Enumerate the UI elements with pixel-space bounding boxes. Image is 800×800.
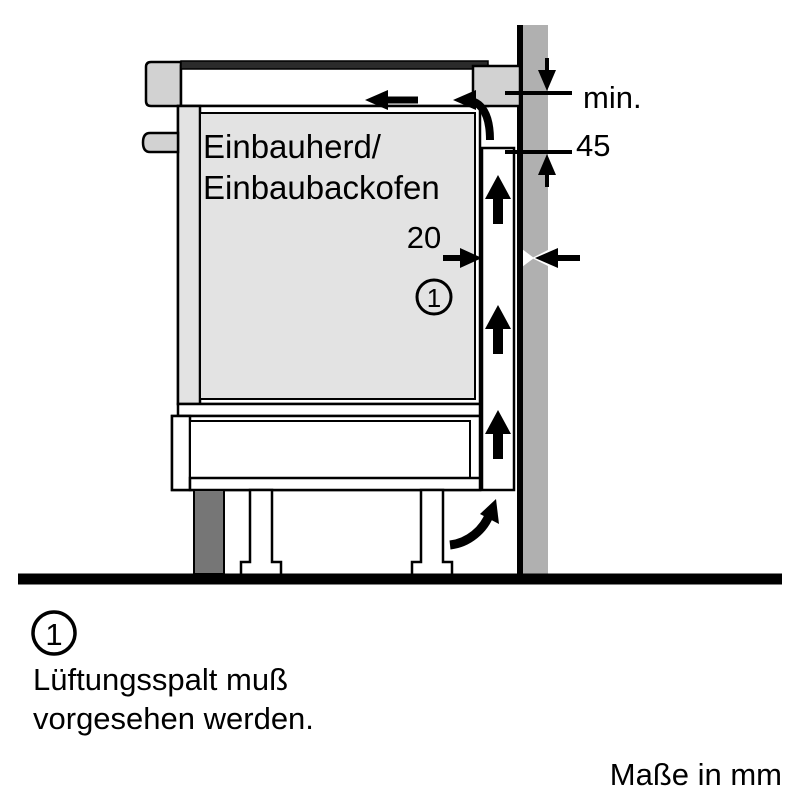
legend-marker-circle: [31, 610, 77, 656]
airflow-arrow-up-3: [485, 410, 511, 459]
legend-line1: Lüftungsspalt muß: [33, 662, 288, 697]
drawer-group: [170, 402, 482, 492]
legend-marker-number: 1: [45, 617, 62, 652]
drawer-front: [189, 420, 471, 479]
airflow-arrow-curved-bottom: [449, 499, 499, 550]
airflow-arrow-left-straight: [365, 90, 418, 110]
cooktop-surface: [180, 60, 489, 70]
base-board: [188, 476, 482, 492]
plinth-block: [193, 489, 225, 575]
dim-min45-arrow-up: [538, 154, 556, 187]
cabinet-leg-2: [410, 488, 454, 578]
callout-1-number: 1: [427, 283, 441, 313]
dim-min45-label-line1: min.: [583, 80, 642, 115]
dim-min45-arrow-down: [538, 58, 556, 91]
wall-fill: [518, 25, 548, 578]
oven-door-edge: [176, 104, 202, 406]
legend-line2: vorgesehen werden.: [33, 701, 314, 736]
airflow-arrow-up-2: [485, 305, 511, 354]
cooktop-body: [179, 64, 490, 108]
callout-1-marker: 1: [415, 278, 453, 316]
airflow-arrow-curved-top: [453, 90, 494, 141]
plinth-group: [193, 488, 454, 578]
drawer-left-edge: [170, 414, 192, 492]
oven-drawer-separator: [176, 402, 482, 418]
dim-gap20-arrow-left: [535, 248, 580, 268]
cooktop-to-wall-filler: [471, 64, 522, 108]
cooktop-group: [144, 60, 522, 108]
dim-min45-label-line2: 45: [576, 128, 610, 163]
wall-group: [517, 25, 548, 578]
appliance-label-line1: Einbauherd/: [203, 128, 382, 165]
airflow-arrow-up-1: [485, 175, 511, 224]
appliance-label-line2: Einbaubackofen: [203, 169, 440, 206]
dim-gap20-label: 20: [407, 220, 441, 255]
airflow-arrows-group: [365, 90, 511, 550]
oven-handle: [141, 131, 180, 154]
units-caption: Maße in mm: [610, 757, 782, 792]
dimension-min45-group: min. 45: [505, 58, 642, 187]
callout-1-circle: [415, 278, 453, 316]
legend-group: 1 Lüftungsspalt muß vorgesehen werden.: [31, 610, 314, 736]
dimension-gap20-group: 20: [407, 220, 580, 268]
oven-group: Einbauherd/ Einbaubackofen: [141, 104, 482, 406]
cooktop-left-cap: [144, 60, 183, 108]
dim-gap20-arrow-right: [443, 248, 482, 268]
cabinet-leg-1: [239, 488, 283, 578]
